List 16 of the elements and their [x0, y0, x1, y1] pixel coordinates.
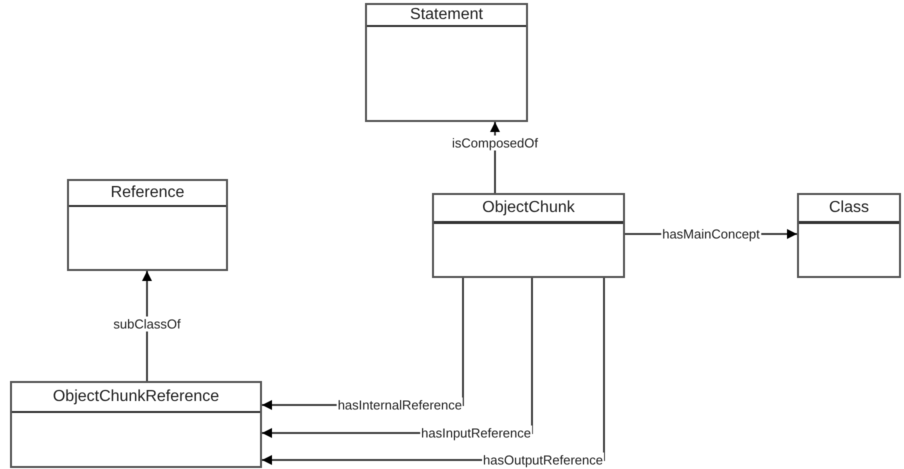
- class-box: [67, 179, 228, 271]
- class-name: ObjectChunkReference: [52, 388, 220, 406]
- class-box: [10, 381, 262, 468]
- class-box: [365, 3, 528, 122]
- edge-label: hasInputReference: [420, 426, 532, 440]
- edge-label: subClassOf: [112, 316, 182, 332]
- class-box: [797, 193, 901, 278]
- class-name: ObjectChunk: [482, 199, 575, 217]
- edge-label: hasMainConcept: [661, 226, 761, 242]
- class-name: Reference: [110, 184, 184, 202]
- edge-label: hasOutputReference: [482, 452, 604, 468]
- edge-label: isComposedOf: [451, 136, 539, 150]
- edge-label: hasInternalReference: [336, 398, 463, 412]
- class-box: [432, 193, 625, 278]
- class-name: Class: [828, 199, 869, 217]
- class-name: Statement: [410, 6, 483, 24]
